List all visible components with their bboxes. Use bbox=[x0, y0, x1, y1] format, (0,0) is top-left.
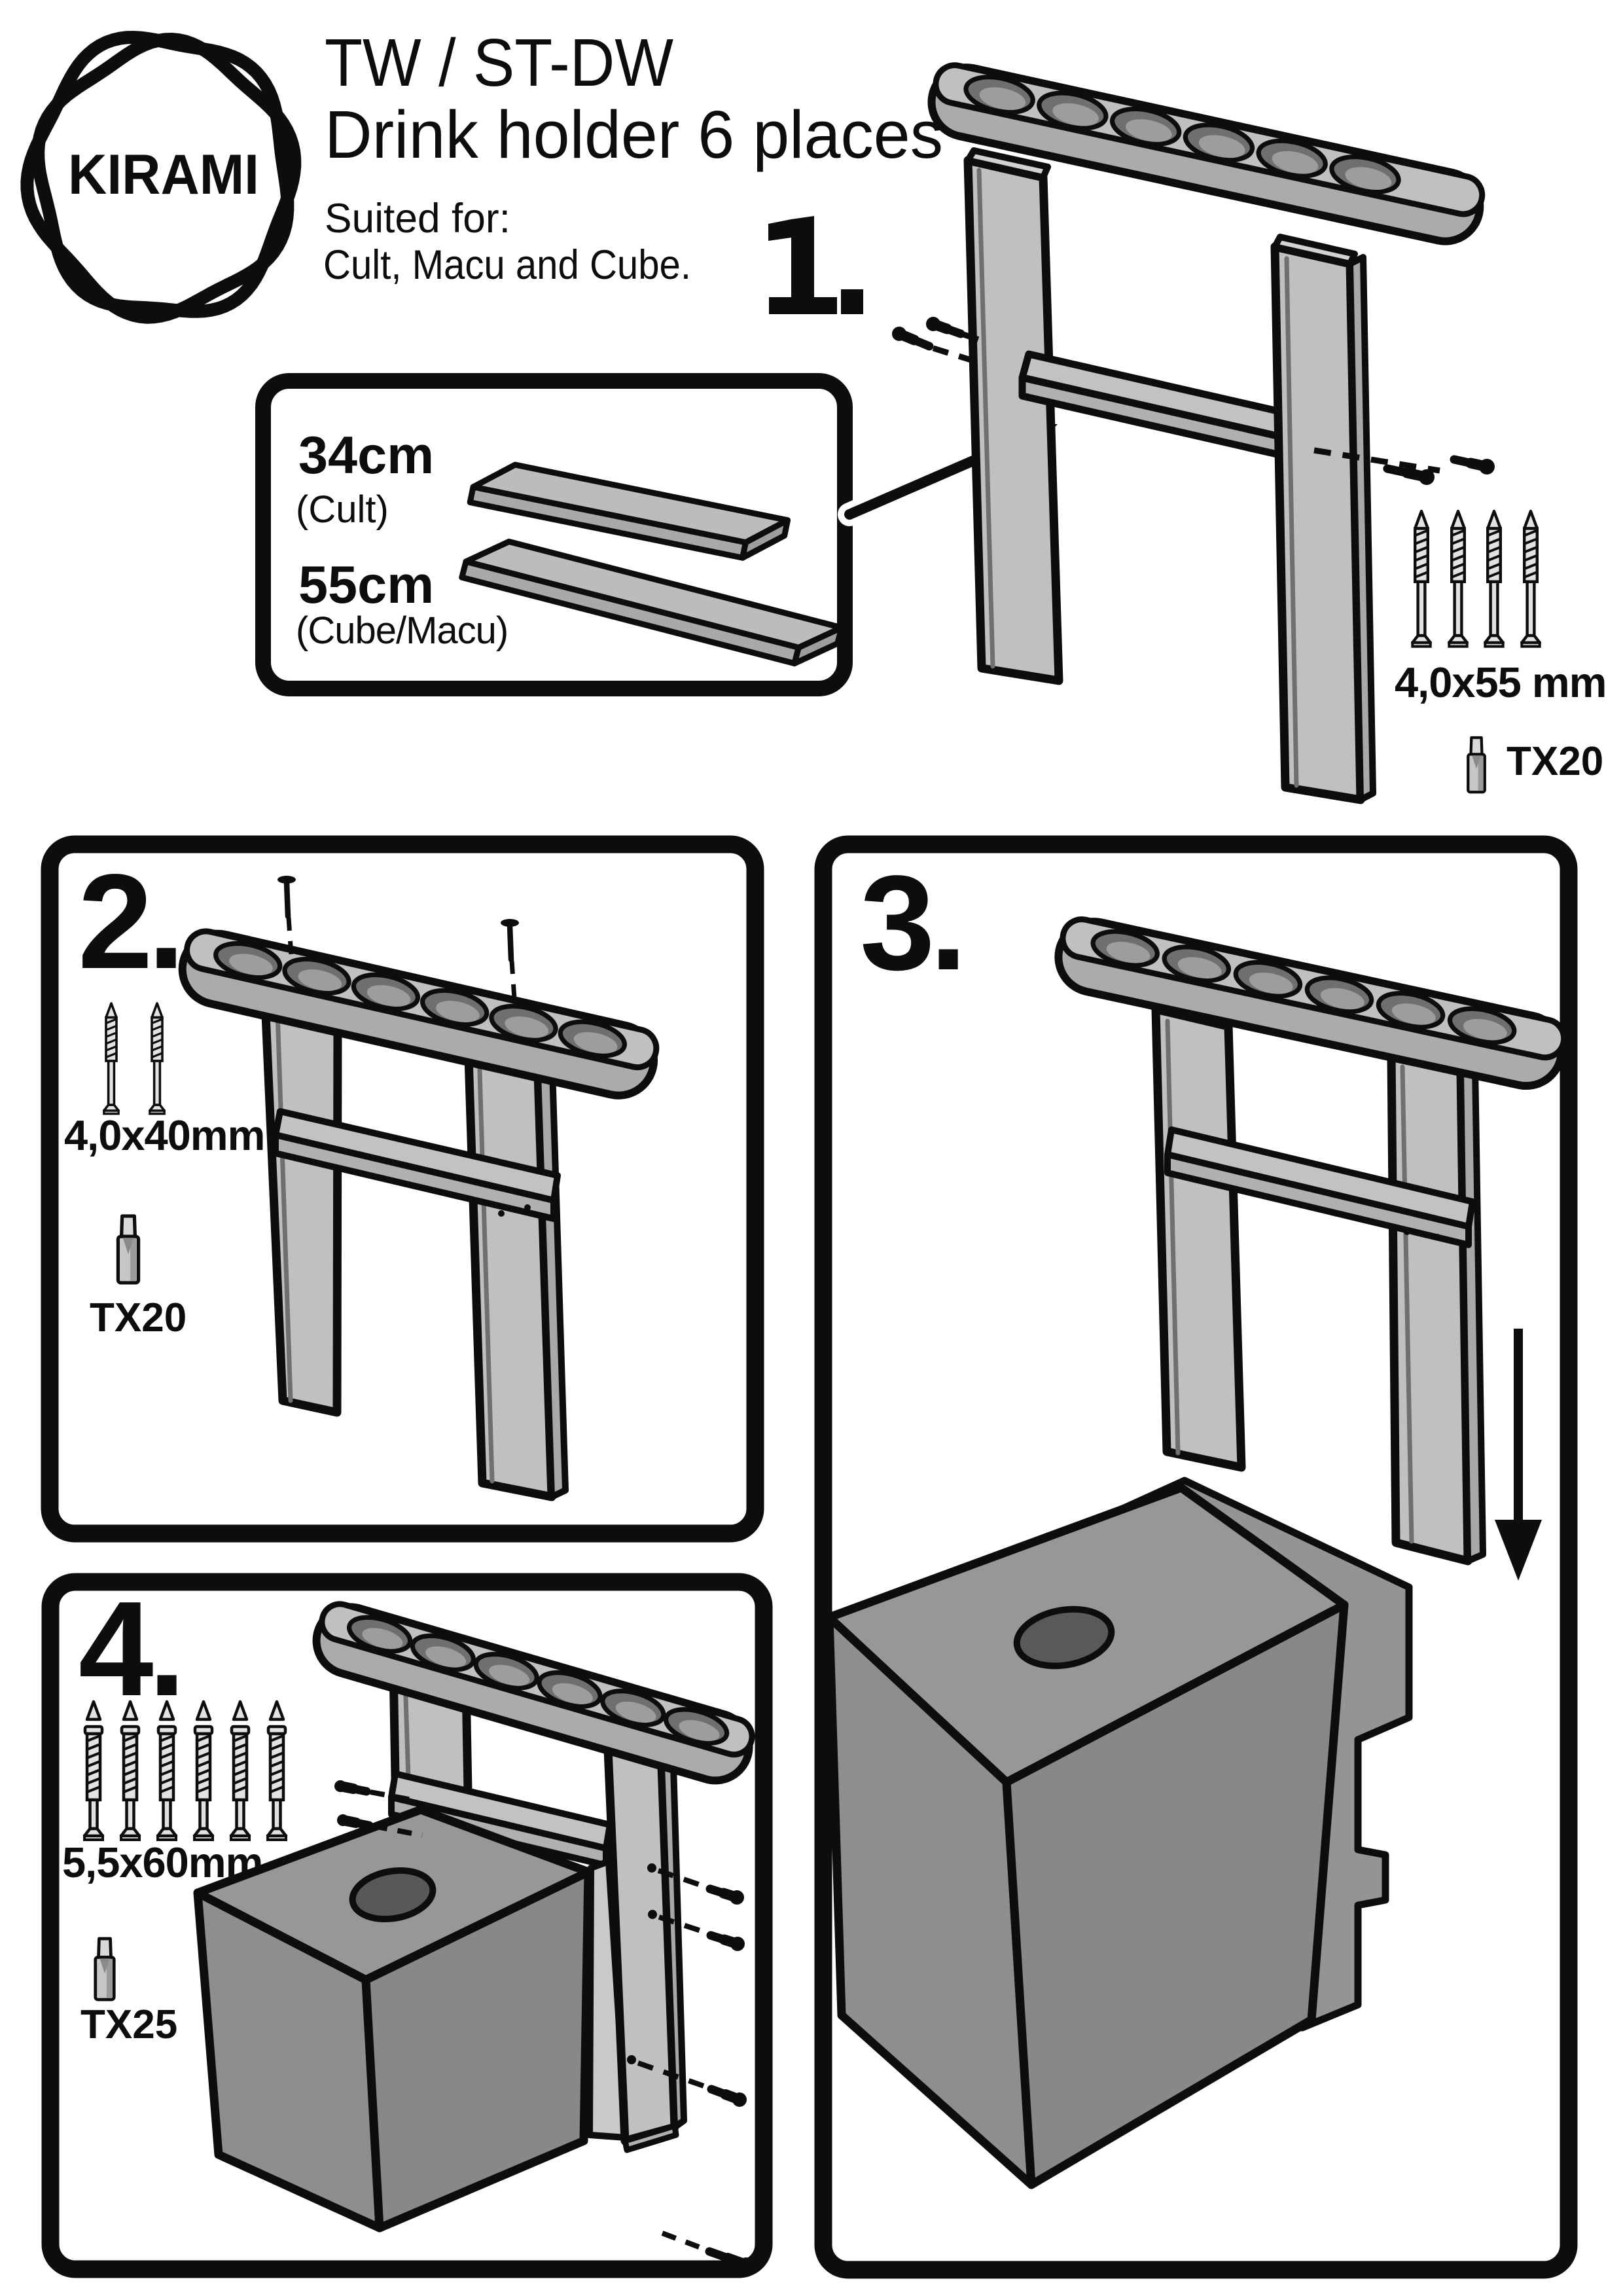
svg-text:3.: 3. bbox=[860, 848, 962, 998]
svg-text:KIRAMI: KIRAMI bbox=[68, 143, 259, 206]
svg-text:4,0x40mm: 4,0x40mm bbox=[64, 1111, 264, 1159]
svg-text:4,0x55 mm: 4,0x55 mm bbox=[1395, 658, 1606, 706]
svg-text:TX20: TX20 bbox=[90, 1295, 187, 1340]
svg-text:55cm: 55cm bbox=[298, 556, 434, 615]
svg-text:TX25: TX25 bbox=[80, 2002, 177, 2047]
svg-text:Drink holder 6 places: Drink holder 6 places bbox=[325, 97, 943, 172]
svg-text:(Cult): (Cult) bbox=[296, 488, 389, 531]
svg-text:TW / ST-DW: TW / ST-DW bbox=[325, 25, 673, 100]
svg-text:TX20: TX20 bbox=[1507, 739, 1603, 784]
svg-text:Cult, Macu and Cube.: Cult, Macu and Cube. bbox=[323, 242, 691, 288]
svg-text:2.: 2. bbox=[78, 846, 180, 997]
svg-text:4.: 4. bbox=[79, 1573, 181, 1724]
svg-text:34cm: 34cm bbox=[298, 426, 434, 485]
svg-text:Suited for:: Suited for: bbox=[325, 196, 510, 242]
svg-text:(Cube/Macu): (Cube/Macu) bbox=[296, 609, 508, 652]
